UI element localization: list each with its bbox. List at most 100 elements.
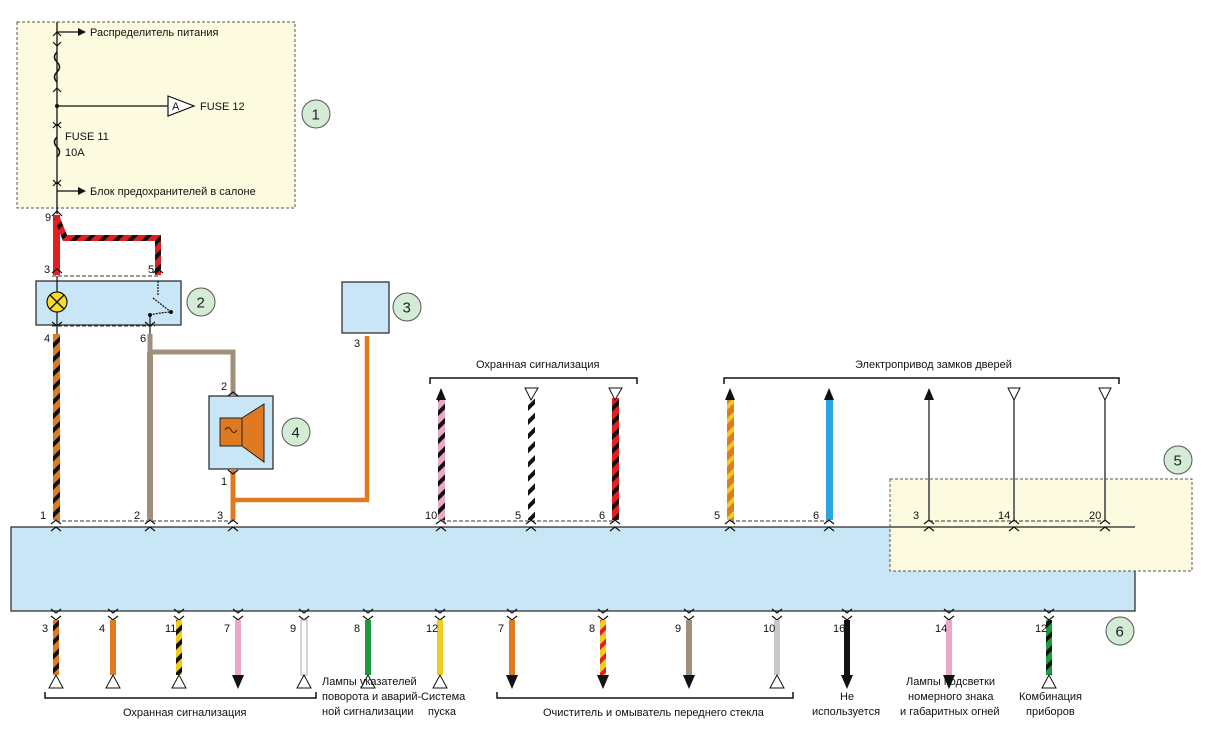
relay-pin-5: 5 [148, 264, 154, 276]
bottom-pin-number: 7 [224, 623, 230, 635]
bottom-pin-number: 16 [833, 623, 845, 635]
power-distributor-label: Распределитель питания [90, 27, 218, 39]
top-pin-number: 6 [813, 510, 819, 522]
bottom-pin-number: 14 [935, 623, 947, 635]
marker-number: 6 [1116, 624, 1124, 641]
top-pin-number: 14 [998, 510, 1010, 522]
marker-circle [186, 287, 216, 317]
pin-chevron [609, 519, 621, 532]
top-pin-number: 3 [217, 510, 223, 522]
wire-end-arrow-icon [597, 675, 609, 689]
marker-number: 3 [403, 300, 411, 317]
pin-chevron [1099, 519, 1111, 532]
start-system-label-1: Система [421, 691, 466, 703]
connector-a-letter: A [172, 101, 180, 113]
top-pin-number: 3 [913, 510, 919, 522]
wire [1046, 620, 1052, 675]
plate-lamps-label-1: Лампы подсветки [906, 676, 995, 688]
top-pin-number: 20 [1089, 510, 1101, 522]
marker-circle [301, 99, 331, 129]
relay-block [35, 280, 182, 326]
plate-lamps-label-3: и габаритных огней [900, 706, 1000, 718]
speaker-icon [219, 417, 243, 447]
pin-chevron [724, 519, 736, 532]
wire [53, 620, 59, 675]
bottom-pin-number: 11 [165, 623, 176, 635]
turn-lamps-label-3: ной сигнализации [322, 706, 414, 718]
wire [300, 619, 308, 676]
wire [176, 620, 182, 675]
turn-lamps-label-2: поворота и аварий- [322, 691, 422, 703]
bottom-pin-number: 9 [290, 623, 296, 635]
bottom-group-wiper: Очиститель и омыватель переднего стекла [543, 707, 765, 719]
bottom-pin-number: 9 [675, 623, 681, 635]
bottom-group-alarm: Охранная сигнализация [123, 707, 246, 719]
top-pin-number: 5 [515, 510, 521, 522]
fuse-zone [16, 21, 296, 209]
pin-chevron [144, 519, 156, 532]
marker-number: 4 [292, 425, 300, 442]
top-pin-number: 10 [425, 510, 437, 522]
module-3-pin-3: 3 [354, 338, 360, 350]
top-pin-number: 1 [40, 510, 46, 522]
pin-chevron [525, 519, 537, 532]
top-group-locks: Электропривод замков дверей [855, 359, 1012, 371]
marker-number: 2 [197, 295, 205, 312]
bottom-pin-number: 8 [589, 623, 595, 635]
wire-end-arrow-icon [683, 675, 695, 689]
wire [844, 620, 850, 675]
not-used-label-1: Не [840, 691, 854, 703]
bottom-pin-number: 10 [763, 623, 775, 635]
lock-connector-zone [889, 478, 1193, 572]
module-3-block [341, 281, 390, 334]
wire-end-arrow-icon [943, 675, 955, 689]
turn-lamps-label-1: Лампы указателей [322, 676, 417, 688]
siren-pin-2: 2 [221, 381, 227, 393]
not-used-label-2: используется [812, 706, 880, 718]
top-group-alarm: Охранная сигнализация [476, 359, 599, 371]
cluster-label-2: приборов [1026, 706, 1075, 718]
wire [365, 620, 371, 675]
wire [235, 620, 241, 675]
fuse11-rating: 10A [65, 147, 85, 159]
fuse12-label: FUSE 12 [200, 101, 245, 113]
pin-chevron [227, 519, 239, 532]
component-markers: 1 2 3 4 5 6 [186, 99, 1193, 646]
wire-end-connector-icon [432, 673, 448, 689]
wire-end-connector-icon [769, 673, 785, 689]
connector-a-icon [167, 95, 196, 117]
wire-end-connector-icon [48, 673, 64, 689]
wire-end-arrow-icon [841, 675, 853, 689]
bottom-pin-number: 4 [99, 623, 105, 635]
fuse-box-label: Блок предохранителей в салоне [90, 186, 256, 198]
pin-9-label: 9 [45, 212, 51, 224]
bottom-pin-number: 7 [498, 623, 504, 635]
wire [686, 620, 692, 675]
marker-circle [1163, 445, 1193, 475]
cluster-label-1: Комбинация [1019, 691, 1082, 703]
siren-pin-1: 1 [221, 476, 227, 488]
fuse11-label: FUSE 11 [65, 131, 109, 143]
pin-chevron [923, 519, 935, 532]
bottom-pin-number: 3 [42, 623, 48, 635]
wire-end-arrow-icon [506, 675, 518, 689]
start-system-label-2: пуска [428, 706, 457, 718]
top-pin-chevrons [50, 519, 1111, 532]
top-pin-numbers: 1 2 3 10 5 6 5 6 3 14 20 [40, 510, 1101, 522]
top-pin-number: 5 [714, 510, 720, 522]
plate-lamps-label-2: номерного знака [908, 691, 994, 703]
marker-number: 1 [312, 107, 320, 124]
top-pin-number: 2 [134, 510, 140, 522]
wire [437, 620, 443, 675]
marker-circle [1105, 616, 1135, 646]
wire [110, 620, 116, 675]
wire-end-connector-icon [105, 673, 121, 689]
bottom-wires [48, 608, 1057, 689]
pin-chevron [50, 519, 62, 532]
marker-circle [281, 417, 311, 447]
wire-end-connector-icon [296, 673, 312, 689]
pin-chevron [1008, 519, 1020, 532]
top-pin-number: 6 [599, 510, 605, 522]
